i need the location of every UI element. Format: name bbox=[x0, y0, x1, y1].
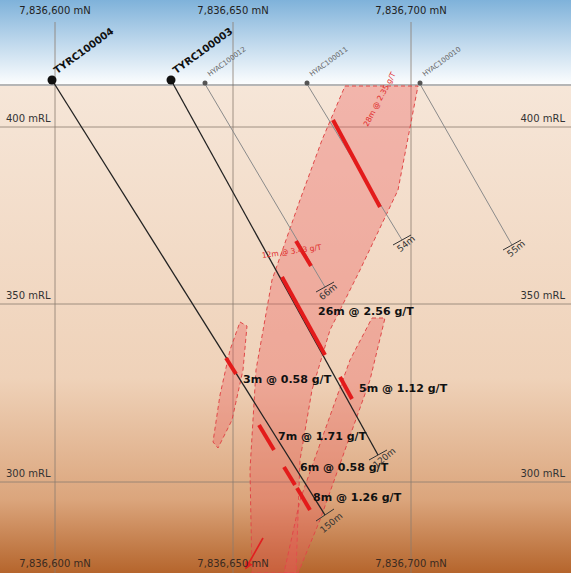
sky bbox=[0, 0, 571, 86]
grid bbox=[0, 22, 571, 573]
rl-label: 300 mRL bbox=[6, 468, 51, 479]
hole-name: HYAC100012 bbox=[207, 46, 248, 79]
rl-label: 300 mRL bbox=[520, 468, 565, 479]
intercept-label: 28m @ 2.35 g/T bbox=[362, 71, 397, 128]
rl-label: 350 mRL bbox=[520, 290, 565, 301]
intercept-label: 12m @ 3.43 g/T bbox=[261, 244, 322, 261]
intercept-label: 7m @ 1.71 g/T bbox=[278, 431, 366, 443]
rl-label: 400 mRL bbox=[6, 113, 51, 124]
hole-name: HYAC100011 bbox=[309, 46, 350, 79]
northing-label: 7,836,600 mN bbox=[19, 558, 90, 569]
northing-label: 7,836,650 mN bbox=[197, 558, 268, 569]
ground bbox=[0, 86, 571, 573]
intercept-label: 5m @ 1.12 g/T bbox=[359, 383, 447, 395]
hole-name: HYAC100010 bbox=[422, 46, 463, 79]
rl-label: 400 mRL bbox=[520, 113, 565, 124]
rl-label: 350 mRL bbox=[6, 290, 51, 301]
aircore-traces bbox=[205, 84, 512, 287]
surface-line bbox=[0, 84, 571, 85]
depth-label: 55m bbox=[506, 239, 528, 260]
hole-name: TYRC100004 bbox=[52, 25, 116, 76]
intercept-label: 8m @ 1.26 g/T bbox=[313, 492, 401, 504]
northing-label: 7,836,650 mN bbox=[197, 5, 268, 16]
intercept-label: 3m @ 0.58 g/T bbox=[243, 374, 331, 386]
depth-label: 54m bbox=[396, 234, 418, 255]
northing-label: 7,836,700 mN bbox=[375, 558, 446, 569]
northing-label: 7,836,600 mN bbox=[19, 5, 90, 16]
drill-traces bbox=[52, 80, 378, 515]
northing-label: 7,836,700 mN bbox=[375, 5, 446, 16]
depth-label: 66m bbox=[318, 282, 340, 303]
intercept-label: 26m @ 2.56 g/T bbox=[318, 306, 414, 318]
depth-label: 150m bbox=[319, 511, 345, 535]
ore-zones bbox=[213, 86, 418, 573]
end-ticks bbox=[316, 235, 521, 521]
collars bbox=[48, 76, 423, 86]
